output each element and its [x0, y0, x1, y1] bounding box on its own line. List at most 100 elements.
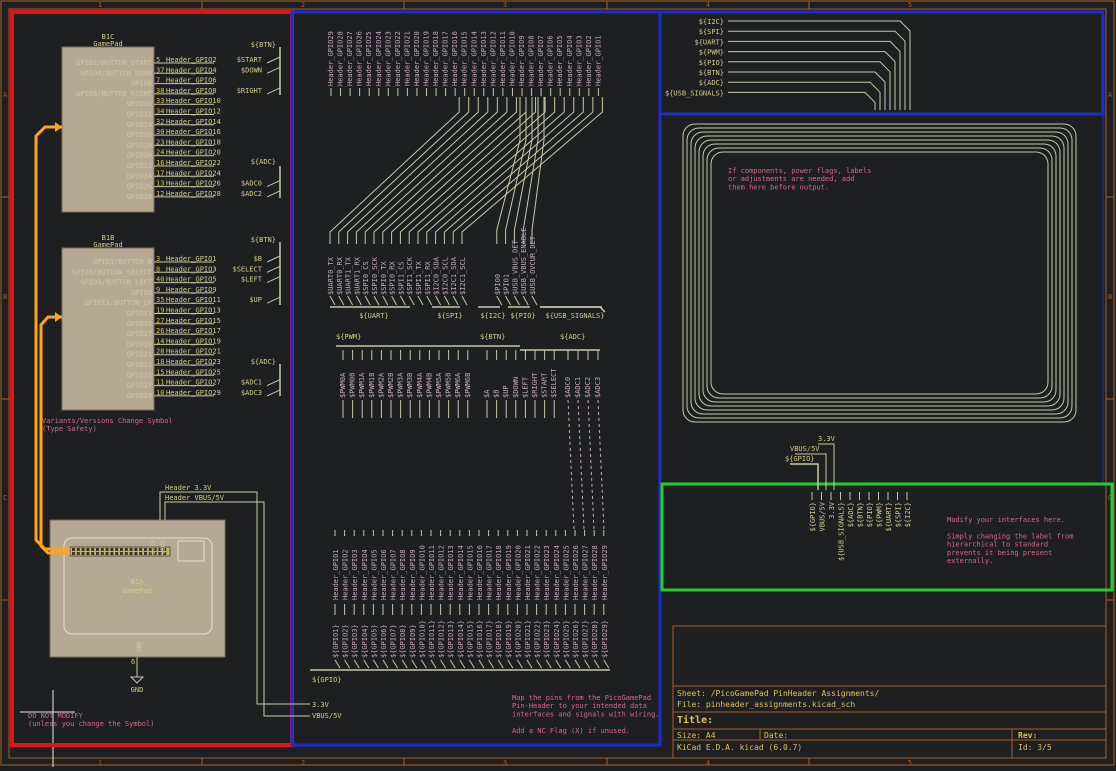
global-label: $ADC0: [241, 180, 262, 188]
header-pin: [124, 548, 128, 551]
bus-entry: [334, 659, 341, 669]
net-label: Header_GPIO6: [166, 77, 217, 85]
net-label: Header_GPIO5: [166, 276, 217, 284]
bus-entry: [266, 180, 281, 188]
net-label: Header_GPIO14: [166, 118, 221, 126]
kicad-version-label: KiCad E.D.A. kicad (6.0.7): [677, 743, 802, 752]
header-pin: [110, 552, 114, 555]
gpio-wire: [347, 97, 479, 244]
date-label: Date:: [764, 731, 788, 740]
net-label: Header_GPIO29: [166, 389, 221, 397]
bus-entry: [526, 659, 533, 669]
net-label: Header_GPIO21: [166, 348, 221, 356]
bus-group-label: ${I2C}: [480, 312, 505, 320]
pin-name: GPIO26: [127, 183, 152, 191]
bus-entry: [593, 659, 600, 669]
interface-loop: [706, 147, 1053, 399]
interface-label: ${GPIO}: [809, 502, 817, 532]
bottom-header-label: Header_GPIO4: [361, 549, 369, 600]
frame-col-label: 3: [503, 1, 507, 9]
bus-entry-label: $SPI0_CS: [362, 261, 370, 295]
gpio-wire: [382, 97, 517, 244]
header-pin: [100, 552, 104, 555]
bottom-gpio-label: ${GPIO19}: [505, 620, 513, 658]
bus-entry-label: $SPI1_CS: [397, 261, 405, 295]
bottom-header-label: Header_GPIO1: [332, 549, 340, 600]
bus-entry: [516, 659, 523, 669]
right-bus-label: ${UART}: [694, 38, 724, 46]
gpio-wire: [522, 97, 539, 244]
do-not-modify-note: DO NOT MODIFY: [28, 712, 84, 720]
bus-entry: [401, 659, 408, 669]
bus-entry-label: $SPI1_TX: [415, 260, 423, 295]
pin-number: 5: [156, 56, 160, 64]
pin-number: 6: [131, 658, 135, 666]
pin-number: 33: [156, 97, 164, 105]
header-pin: [153, 552, 157, 555]
bottom-header-label: Header_GPIO27: [582, 545, 590, 600]
bus-entry: [399, 295, 406, 306]
bus-label: ${BTN}: [251, 236, 276, 244]
bus-entry: [449, 659, 456, 669]
pwm-label: $PWM4A: [416, 372, 424, 398]
adc-dashed-wire: [577, 399, 585, 531]
bus-entry: [478, 659, 485, 669]
pin-name: GPIO16: [127, 131, 152, 139]
gpio-wire: [435, 97, 575, 244]
pin-name: GPIO24: [127, 172, 152, 180]
adc-label: $ADC2: [584, 377, 592, 398]
top-header-label: Header_GPIO6: [547, 35, 555, 86]
pin-name: GPIO1/BUTTON_B: [93, 258, 152, 266]
header-pin: [139, 548, 143, 551]
adc-label: $ADC1: [574, 377, 582, 398]
pin-number: 15: [156, 368, 164, 376]
net-label: Header_GPIO10: [166, 97, 221, 105]
bus-entry: [373, 295, 380, 306]
bus-entry-label: $SPI1_SCK: [406, 256, 414, 295]
bus-entry: [440, 659, 447, 669]
bus-entry: [411, 659, 418, 669]
net-label: Header_3.3V: [165, 484, 212, 492]
bus-entry: [355, 295, 362, 306]
power-wire: [795, 453, 827, 490]
title-block-border: [672, 625, 1107, 759]
symbol-ref: B1B: [102, 234, 115, 242]
interface-label: ${UART}: [885, 502, 893, 532]
net-label: Header_GPIO8: [166, 87, 217, 95]
btn-label: $DOWN: [512, 377, 520, 398]
bus-entry: [531, 295, 538, 306]
bottom-gpio-label: ${GPIO24}: [553, 620, 561, 658]
pwm-label: $PWM2A: [377, 372, 385, 398]
frame-col-label: 3: [503, 759, 507, 767]
bottom-gpio-label: ${GPIO29}: [601, 620, 609, 658]
bottom-header-label: Header_GPIO25: [562, 545, 570, 600]
bottom-header-label: Header_GPIO26: [572, 545, 580, 600]
interfaces-right: ${I2C}${SPI}${UART}${PWM}${PIO}${BTN}${A…: [665, 18, 1077, 565]
pwm-label: $PWM0B: [349, 373, 357, 398]
inner-border: [8, 8, 1107, 759]
pwm-label: $PWM0A: [339, 372, 347, 398]
top-header-label: Header_GPIO4: [566, 35, 574, 86]
bottom-header-label: Header_GPIO7: [390, 549, 398, 600]
bus-entry: [372, 659, 379, 669]
frame-row-label: C: [1108, 494, 1112, 502]
bus-group-label: ${USB_SIGNALS}: [545, 312, 604, 320]
net-label: Header_GPIO1: [166, 255, 217, 263]
top-header-label: Header_GPIO9: [518, 35, 526, 86]
net-label: Header_GPIO15: [166, 317, 221, 325]
sheet-id-label: Id: 3/5: [1018, 743, 1052, 752]
modify-note: externally.: [947, 557, 993, 565]
net-label: Header_GPIO18: [166, 138, 221, 146]
pin-number: 40: [156, 276, 164, 284]
bottom-header-label: Header_GPIO8: [399, 549, 407, 600]
pin-number: 27: [156, 317, 164, 325]
gpio-wire: [452, 97, 594, 244]
top-header-label: Header_GPIO7: [537, 35, 545, 86]
bus-entry-label: $SPI0_TX: [380, 260, 388, 295]
bottom-header-label: Header_GPIO3: [351, 549, 359, 600]
